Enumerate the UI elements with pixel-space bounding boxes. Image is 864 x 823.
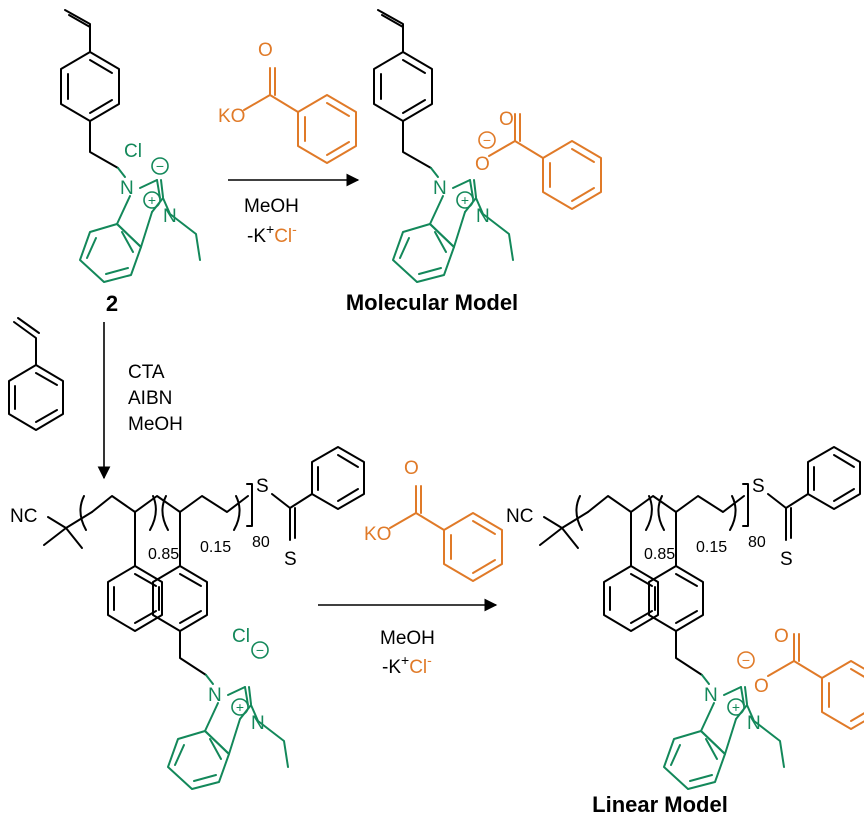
- svg-text:O: O: [774, 626, 789, 647]
- compound-2: Cl − 2: [60, 9, 201, 316]
- svg-text:−: −: [256, 642, 264, 658]
- svg-text:MeOH: MeOH: [380, 628, 435, 649]
- svg-text:80: 80: [748, 534, 766, 551]
- svg-text:AIBN: AIBN: [128, 388, 172, 409]
- svg-text:0.15: 0.15: [200, 539, 231, 556]
- compound-number: 2: [106, 291, 118, 316]
- styrene: [8, 317, 64, 431]
- svg-text:MeOH: MeOH: [128, 414, 183, 435]
- svg-text:80: 80: [252, 534, 270, 551]
- svg-text:S: S: [752, 476, 765, 497]
- svg-text:O: O: [258, 40, 273, 61]
- svg-text:NC: NC: [10, 506, 37, 527]
- svg-text:−: −: [483, 132, 491, 148]
- polymer-chloride: NC 0.85 0.15 80 S S Cl −: [10, 446, 365, 790]
- svg-text:CTA: CTA: [128, 362, 165, 383]
- molecular-model-label: Molecular Model: [346, 290, 518, 315]
- svg-text:-K+Cl-: -K+Cl-: [247, 221, 297, 247]
- svg-text:KO: KO: [364, 524, 391, 545]
- svg-text:0.15: 0.15: [696, 539, 727, 556]
- svg-text:S: S: [284, 549, 297, 570]
- svg-text:MeOH: MeOH: [244, 196, 299, 217]
- chloride-label: Cl: [124, 141, 142, 162]
- svg-text:0.85: 0.85: [644, 546, 675, 563]
- linear-model: NC 0.85 0.15 80 S S − O O: [506, 446, 864, 790]
- potassium-benzoate-bottom: KO O: [364, 458, 503, 582]
- svg-text:-K+Cl-: -K+Cl-: [382, 652, 432, 678]
- svg-text:−: −: [742, 652, 750, 668]
- svg-text:O: O: [475, 154, 490, 175]
- molecular-model: − O O: [373, 9, 602, 283]
- top-reaction-arrow: MeOH -K+Cl-: [228, 173, 360, 247]
- down-reaction-arrow: CTA AIBN MeOH: [97, 322, 183, 480]
- svg-text:−: −: [156, 158, 164, 174]
- svg-text:Cl: Cl: [232, 626, 250, 647]
- svg-text:O: O: [499, 109, 514, 130]
- svg-text:NC: NC: [506, 506, 533, 527]
- linear-model-label: Linear Model: [592, 792, 728, 817]
- svg-text:O: O: [404, 458, 419, 479]
- bottom-reaction-arrow: MeOH -K+Cl-: [318, 598, 498, 678]
- svg-text:S: S: [256, 476, 269, 497]
- svg-text:S: S: [780, 549, 793, 570]
- potassium-benzoate-top: KO O: [218, 40, 357, 164]
- svg-text:0.85: 0.85: [148, 546, 179, 563]
- svg-text:KO: KO: [218, 106, 245, 127]
- svg-text:O: O: [754, 676, 769, 697]
